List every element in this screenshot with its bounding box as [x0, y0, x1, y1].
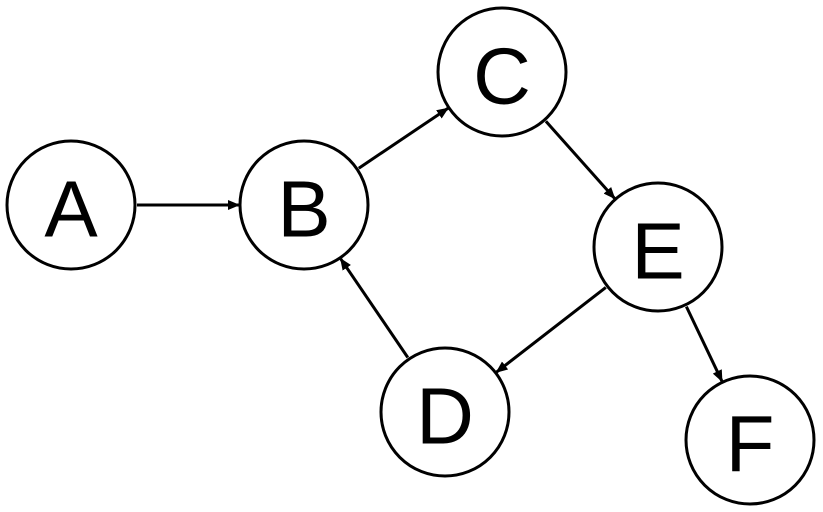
node-label: F — [726, 400, 775, 489]
node-label: E — [631, 207, 684, 296]
node-label: C — [473, 32, 531, 121]
node-a: A — [5, 139, 137, 271]
edge-e-to-f — [685, 305, 724, 383]
edge-d-to-b — [339, 257, 410, 359]
node-c: C — [436, 6, 568, 138]
edge-e-to-d — [495, 286, 607, 374]
node-e: E — [592, 181, 724, 313]
node-label: A — [44, 165, 98, 254]
node-circle — [5, 139, 137, 271]
node-f: F — [684, 374, 816, 506]
node-label: D — [416, 372, 474, 461]
node-d: D — [379, 346, 511, 478]
node-circle — [436, 6, 568, 138]
edges-layer — [137, 106, 724, 383]
node-circle — [592, 181, 724, 313]
node-b: B — [238, 139, 370, 271]
edge-b-to-c — [357, 106, 449, 170]
nodes-layer: A B C D E F — [5, 6, 816, 506]
edge-c-to-e — [544, 120, 616, 200]
node-circle — [238, 139, 370, 271]
node-circle — [379, 346, 511, 478]
node-label: B — [277, 165, 330, 254]
node-circle — [684, 374, 816, 506]
